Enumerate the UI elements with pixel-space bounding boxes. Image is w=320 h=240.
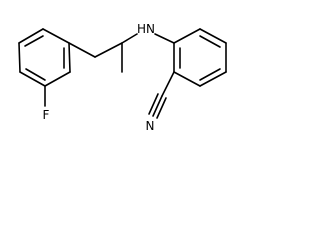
bond [19,71,46,87]
bond [199,28,227,44]
bond [68,42,71,73]
double-bond-inner [199,68,221,81]
bond [18,28,44,44]
bond [18,42,21,73]
bond [44,71,71,87]
amine-label: HN [137,22,155,36]
triple-bond [148,93,167,119]
bond-ring-cn [161,71,175,97]
bond-n-c [154,33,175,44]
double-bond-inner [25,68,46,81]
double-bond-inner [24,35,44,47]
bond [68,42,96,58]
nitrile-nitrogen-label: N [146,119,155,133]
bond-c-n [121,33,138,44]
bond [94,42,123,58]
fluorophenyl-ring [18,28,71,87]
bond [148,93,159,115]
bond [156,97,167,119]
bond [199,71,227,87]
bond [173,71,201,87]
bond [42,28,70,44]
benzonitrile-ring [173,28,227,87]
bond [173,28,201,44]
structure-diagram: F HN N [18,22,227,133]
fluorine-label: F [43,108,50,122]
double-bond-inner [199,35,221,48]
bond [152,95,163,117]
